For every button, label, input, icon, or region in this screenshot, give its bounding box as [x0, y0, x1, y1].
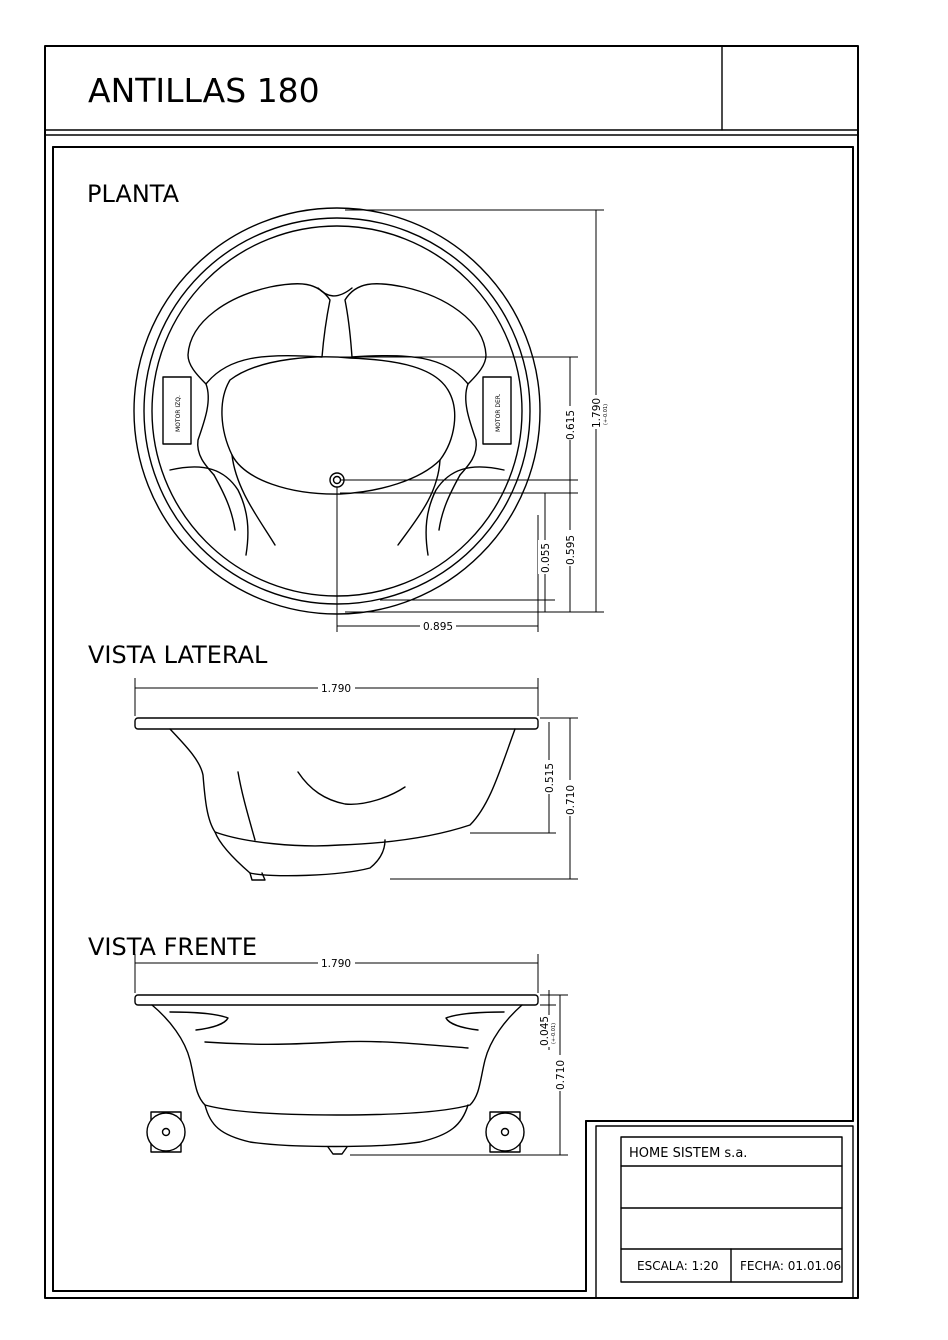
- dim-plan-615: 0.615: [565, 410, 577, 440]
- dim-front-045: 0.045: [539, 1016, 551, 1046]
- dim-plan-total-tolerance: (+-0.01): [603, 404, 609, 425]
- company-name: HOME SISTEM s.a.: [629, 1146, 747, 1161]
- dim-plan-total: 1.790: [591, 398, 603, 428]
- dim-side-710: 0.710: [565, 785, 577, 815]
- dim-plan-595: 0.595: [565, 535, 577, 565]
- dim-front-710: 0.710: [555, 1060, 567, 1090]
- dim-front-width: 1.790: [321, 958, 351, 970]
- dim-front-045-tolerance: (+-0.01): [551, 1023, 557, 1044]
- sheet-frame: [44, 45, 859, 1299]
- motor-right-label: MOTOR DER.: [495, 393, 502, 432]
- side-view: [134, 717, 539, 881]
- dim-plan-055: 0.055: [540, 543, 552, 573]
- section-label-lateral: VISTA LATERAL: [88, 641, 268, 669]
- scale-label: ESCALA: 1:20: [637, 1259, 719, 1273]
- section-label-planta: PLANTA: [87, 180, 180, 208]
- dim-side-width: 1.790: [321, 683, 351, 695]
- date-label: FECHA: 01.01.06: [740, 1259, 841, 1273]
- section-label-frente: VISTA FRENTE: [88, 933, 257, 961]
- dim-plan-895: 0.895: [423, 621, 453, 633]
- drawing-title: ANTILLAS 180: [88, 71, 320, 110]
- plan-dimension-lines: [322, 209, 604, 632]
- dim-side-515: 0.515: [544, 763, 556, 793]
- title-block: [595, 1125, 854, 1299]
- front-view: [134, 994, 539, 1155]
- side-dimension-lines: [134, 678, 578, 880]
- motor-left-label: MOTOR IZQ.: [175, 395, 182, 432]
